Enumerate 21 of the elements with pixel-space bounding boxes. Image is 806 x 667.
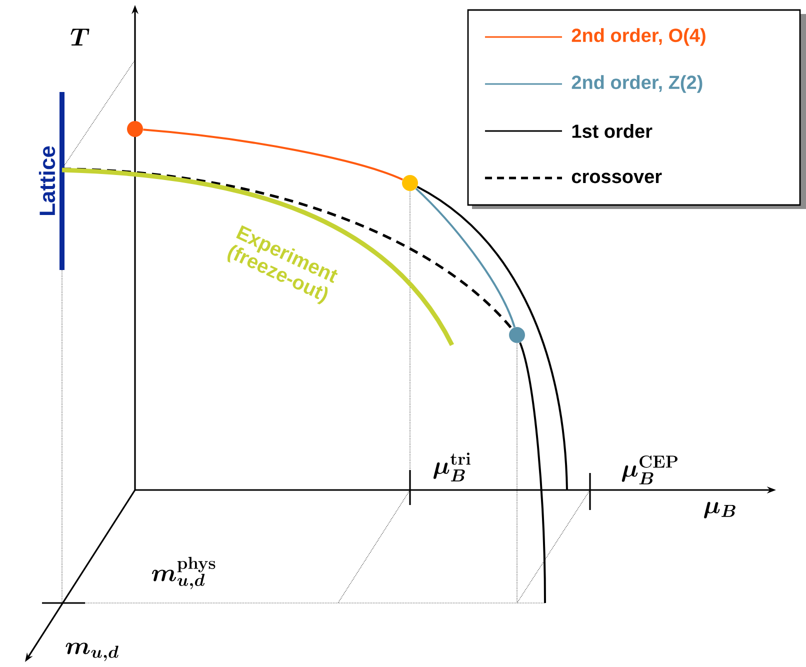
lattice-band: Lattice (38, 92, 64, 270)
legend-text: 2nd order, O(4) (572, 28, 706, 46)
crossover-curve (62, 168, 513, 330)
axis-label: $T$ (70, 28, 90, 46)
dot-marker (127, 121, 143, 137)
phase-boundary-curve (416, 186, 568, 490)
axis-label: $m_{u,d}$ (66, 642, 118, 662)
axis-label: $m_{u,d}^{\mathbf{phys}}$ (152, 556, 216, 590)
legend-text: 1st order (572, 124, 652, 138)
axis-label: $\mu_B^{\mathbf{CEP}}$ (622, 456, 678, 484)
dot-marker (509, 327, 525, 343)
node-label: Lattice (38, 146, 56, 215)
legend-text: crossover (572, 172, 662, 184)
legend-text: 2nd order, Z(2) (572, 75, 702, 93)
axis-label: $\mu_B$ (704, 502, 736, 518)
axis-label: $\mu_B^{\mathbf{tri}}$ (433, 452, 470, 482)
phase-boundary-curve (415, 188, 516, 328)
freeze-out-curve (62, 168, 454, 346)
dot-marker (402, 175, 418, 191)
phase-boundary-curve (519, 342, 546, 603)
phase-boundary-curve (143, 128, 403, 180)
